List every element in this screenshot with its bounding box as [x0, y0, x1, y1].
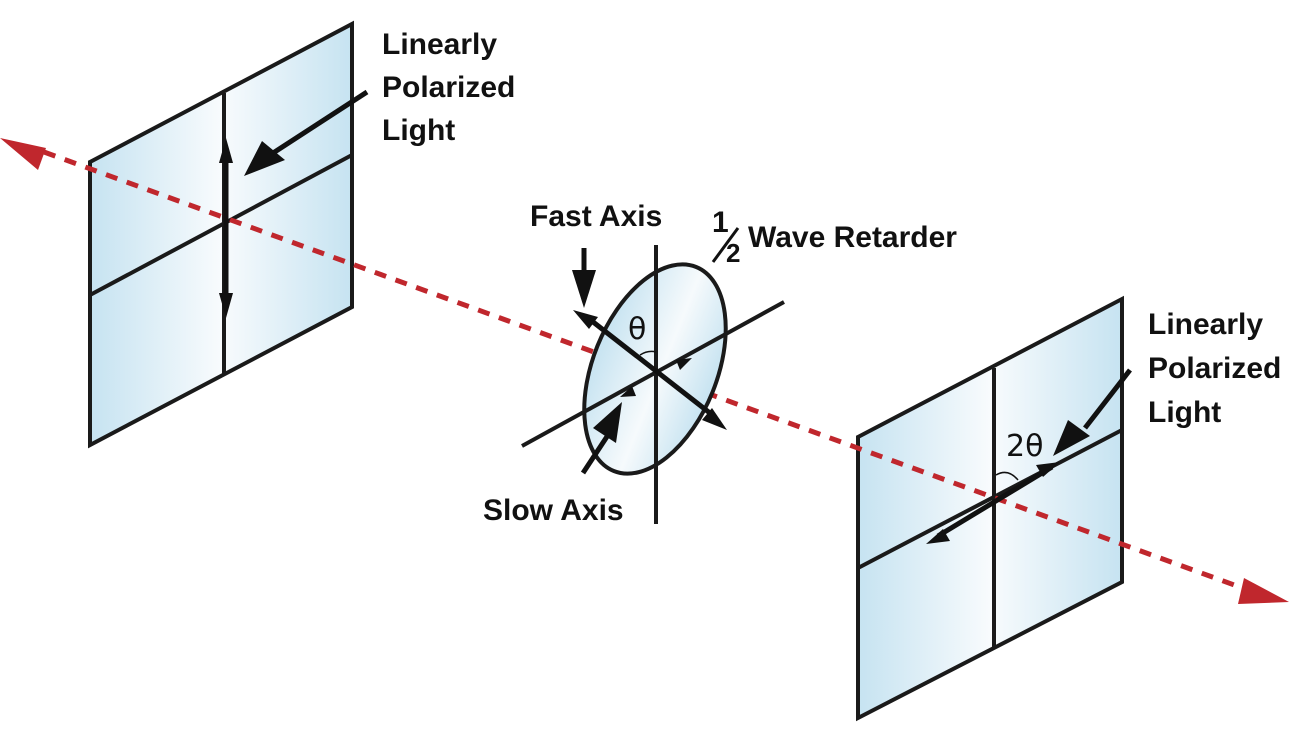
- theta-angle-arc: [639, 350, 657, 356]
- arrowhead-icon: [926, 529, 950, 544]
- plate-horizontal-divider: [89, 153, 353, 297]
- input-polarization-arrow: [219, 138, 233, 318]
- slow-axis-arrowhead-icon: [620, 386, 636, 397]
- label-line: Light: [382, 114, 455, 147]
- label-line: Light: [1148, 396, 1221, 429]
- slow-axis-line: [521, 300, 785, 448]
- output-polarizer-plate: [856, 295, 1124, 722]
- input-polarizer-label: Linearly Polarized Light: [382, 28, 515, 147]
- label-line: Polarized: [1148, 352, 1281, 385]
- plate-horizontal-divider: [857, 428, 1123, 570]
- retarder-label-text: Wave Retarder: [748, 221, 957, 254]
- fraction-denominator: 2: [726, 238, 740, 268]
- fast-axis-arrowhead-icon: [573, 310, 598, 329]
- beam-arrowhead-right-icon: [1238, 578, 1289, 604]
- fraction-slash: [711, 227, 740, 263]
- label-line: Polarized: [382, 71, 515, 104]
- fast-axis-arrowhead-icon: [702, 408, 727, 430]
- slow-axis-label: Slow Axis: [483, 494, 624, 527]
- arrowhead-icon: [1036, 462, 1060, 477]
- retarder-label: 1 2 Wave Retarder: [711, 206, 957, 268]
- fast-axis-pointer-arrow: [572, 248, 596, 308]
- half-wave-retarder: θ: [521, 245, 785, 524]
- two-theta-symbol: 2θ: [1006, 429, 1043, 464]
- fast-axis-line: [586, 316, 717, 419]
- arrowhead-down-icon: [219, 293, 233, 318]
- output-polarizer-label: Linearly Polarized Light: [1148, 308, 1281, 429]
- slow-axis-pointer-arrow: [580, 402, 622, 475]
- output-polarization-arrow: 2θ: [926, 429, 1060, 544]
- input-label-callout-arrow: [244, 89, 369, 176]
- two-theta-angle-arc: [995, 471, 1019, 481]
- beam-arrowhead-left-icon: [0, 138, 46, 170]
- fast-axis-label: Fast Axis: [530, 200, 662, 233]
- slow-axis-arrowhead-icon: [676, 358, 692, 370]
- label-line: Linearly: [382, 28, 497, 61]
- fraction-numerator: 1: [712, 206, 729, 239]
- arrowhead-up-icon: [219, 138, 233, 163]
- theta-symbol: θ: [628, 312, 646, 347]
- output-label-callout-arrow: [1053, 368, 1132, 456]
- label-line: Linearly: [1148, 308, 1263, 341]
- input-polarizer-plate: [88, 20, 354, 449]
